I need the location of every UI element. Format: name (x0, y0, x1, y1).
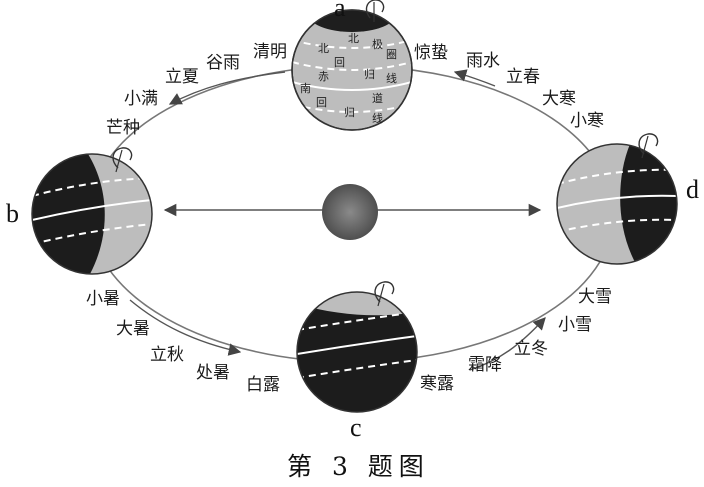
lat-cancer-2: 回 (334, 56, 345, 69)
lat-capricorn-3: 归 (344, 105, 355, 119)
earth-d (557, 134, 677, 264)
term-chushu: 处暑 (196, 363, 230, 383)
lat-cancer-1: 北 (318, 42, 329, 55)
term-mangzhong: 芒种 (106, 118, 140, 138)
lat-capricorn-1: 南 (300, 82, 311, 95)
lat-arctic-1: 北 (348, 32, 359, 45)
lat-capricorn-2: 回 (316, 96, 327, 109)
term-shuangjiang: 霜降 (468, 355, 502, 375)
lat-arctic-2: 极 (372, 37, 383, 51)
term-xiaohan: 小寒 (570, 111, 604, 131)
term-liqiu: 立秋 (150, 345, 184, 365)
term-daxue: 大雪 (578, 287, 612, 307)
earth-b (32, 148, 152, 274)
term-dashu: 大暑 (116, 319, 150, 339)
lat-equator-1: 赤 (318, 70, 329, 83)
lat-equator-2: 道 (372, 91, 383, 105)
lat-cancer-4: 线 (386, 71, 397, 85)
position-label-b: b (6, 199, 19, 228)
lat-capricorn-4: 线 (372, 111, 383, 125)
term-guyu: 谷雨 (206, 53, 240, 73)
position-label-d: d (686, 175, 699, 204)
term-lichun: 立春 (506, 67, 540, 87)
term-hanlu: 寒露 (420, 374, 454, 394)
figure-caption: 第 3 题图 (287, 452, 430, 481)
term-lixia: 立夏 (165, 67, 199, 87)
earth-a: 北 极 圈 北 回 归 线 赤 道 南 回 归 线 (292, 0, 412, 130)
term-xiaoman: 小满 (124, 89, 158, 109)
term-jingzhe: 惊蛰 (414, 43, 448, 63)
position-label-a: a (334, 0, 346, 22)
term-bailu: 白露 (246, 375, 280, 395)
term-dahan: 大寒 (542, 89, 576, 109)
term-xiaoshu: 小暑 (86, 289, 120, 309)
position-label-c: c (350, 413, 362, 442)
lat-arctic-3: 圈 (386, 48, 397, 61)
earth-c (297, 282, 417, 412)
sun (322, 184, 378, 240)
term-xiaoxue: 小雪 (558, 315, 592, 335)
term-qingming: 清明 (253, 42, 287, 62)
term-yushui: 雨水 (466, 51, 500, 71)
lat-cancer-3: 归 (364, 67, 375, 81)
term-lidong: 立冬 (514, 339, 548, 359)
